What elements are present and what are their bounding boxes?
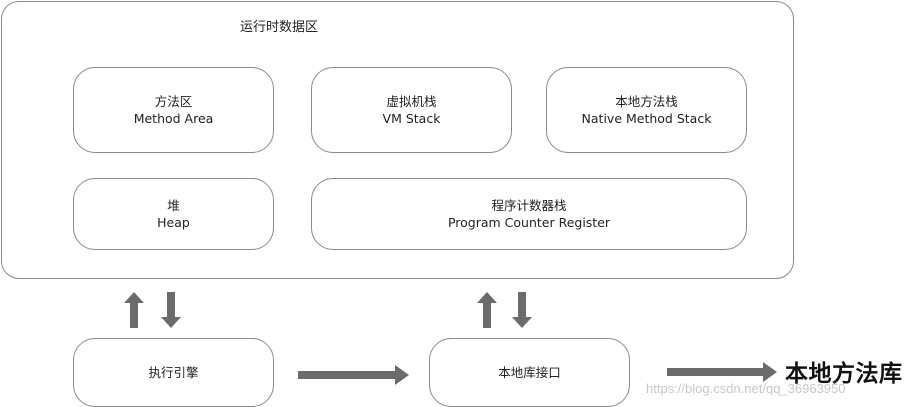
vm-stack-label-en: VM Stack xyxy=(382,111,441,126)
vm-stack-box: 虚拟机栈 VM Stack xyxy=(311,67,512,153)
heap-label-zh: 堆 xyxy=(167,198,180,213)
program-counter-register-box: 程序计数器栈 Program Counter Register xyxy=(311,178,747,250)
engine-down-arrow xyxy=(161,292,181,328)
program-counter-register-label-en: Program Counter Register xyxy=(447,215,611,230)
native-method-stack-label-en: Native Method Stack xyxy=(581,111,712,126)
runtime-data-area-title: 运行时数据区 xyxy=(240,20,319,35)
native-interface-box: 本地库接口 xyxy=(429,338,630,407)
engine-up-arrow xyxy=(124,292,144,328)
interface-to-library-arrow xyxy=(667,362,777,382)
method-area-box: 方法区 Method Area xyxy=(73,67,274,153)
interface-down-arrow xyxy=(512,292,532,328)
execution-engine-label: 执行引擎 xyxy=(148,365,199,380)
watermark-text: https://blog.csdn.net/qq_36963950 xyxy=(646,381,846,396)
heap-box: 堆 Heap xyxy=(73,178,274,250)
execution-engine-box: 执行引擎 xyxy=(73,338,274,407)
native-method-stack-label-zh: 本地方法栈 xyxy=(615,94,678,109)
native-interface-label: 本地库接口 xyxy=(498,365,561,380)
native-method-stack-box: 本地方法栈 Native Method Stack xyxy=(546,67,747,153)
vm-stack-label-zh: 虚拟机栈 xyxy=(386,94,437,109)
interface-up-arrow xyxy=(477,292,497,328)
method-area-label-zh: 方法区 xyxy=(154,94,193,109)
engine-to-interface-arrow xyxy=(298,365,409,385)
native-library-label: 本地方法库 xyxy=(785,361,903,387)
method-area-label-en: Method Area xyxy=(133,111,214,126)
program-counter-register-label-zh: 程序计数器栈 xyxy=(491,198,567,213)
heap-label-en: Heap xyxy=(157,215,190,230)
